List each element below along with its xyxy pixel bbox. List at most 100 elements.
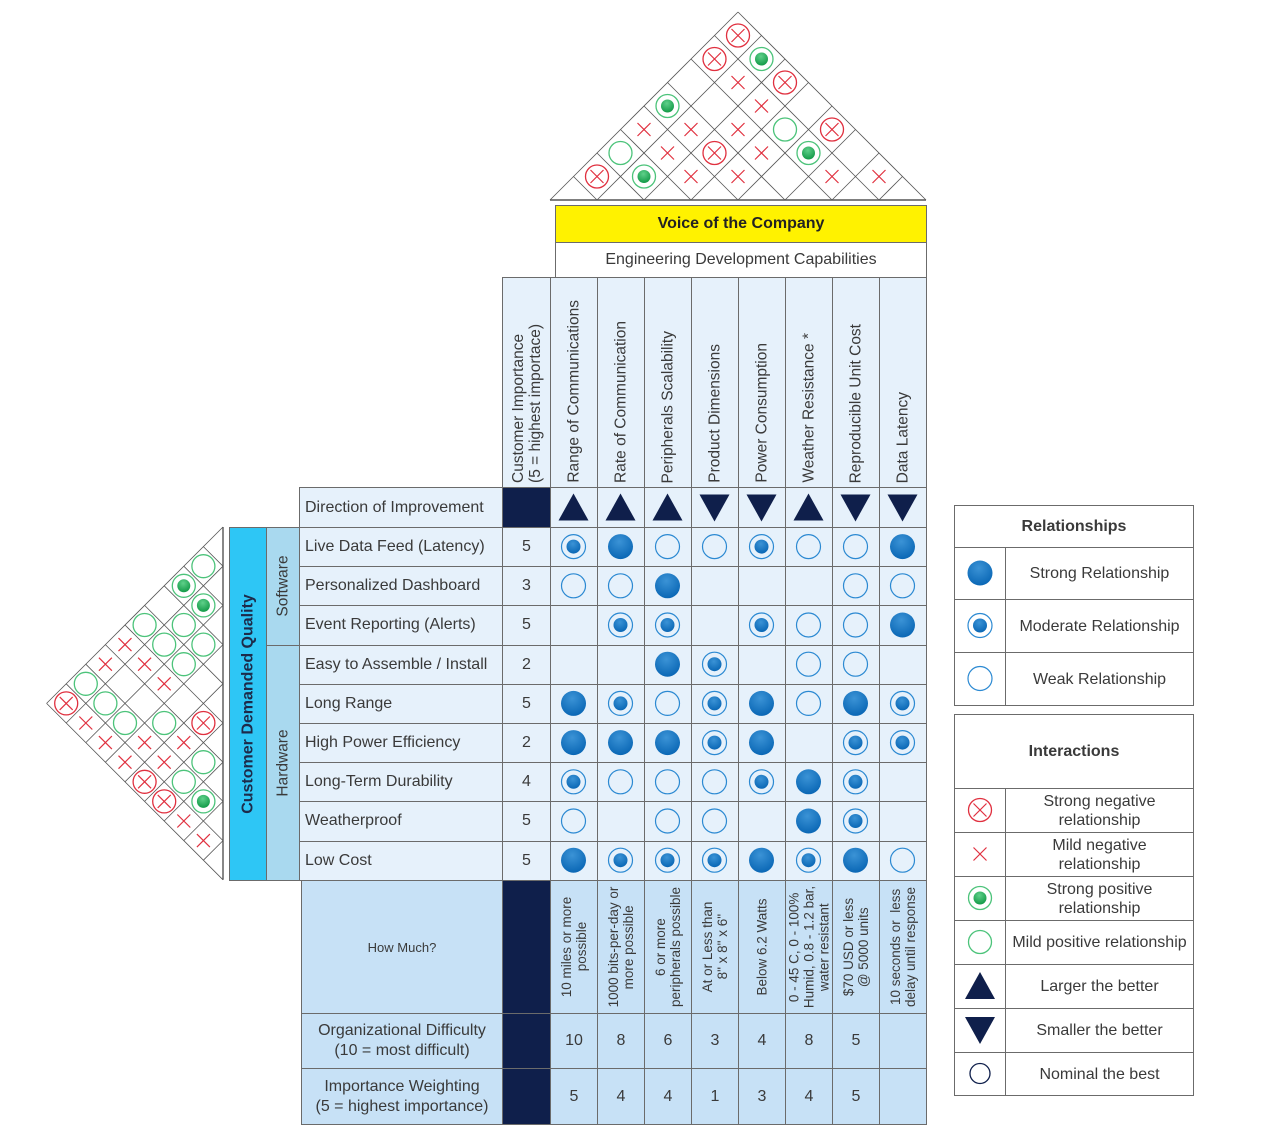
row-label: Long Range bbox=[299, 683, 503, 724]
relationship-cell bbox=[832, 840, 880, 881]
row-importance: 2 bbox=[502, 723, 551, 764]
side-interaction-strong-negative-icon bbox=[191, 710, 216, 736]
legend-interaction-label: Larger the better bbox=[1005, 964, 1194, 1009]
relationship-cell bbox=[644, 566, 692, 607]
side-interaction-mild-negative-icon bbox=[157, 676, 172, 691]
roof-interaction-mild-positive-icon bbox=[772, 117, 798, 142]
side-interaction-mild-positive-icon bbox=[93, 691, 118, 716]
importance-weighting-value: 5 bbox=[550, 1068, 598, 1125]
roof-interaction-mild-negative-icon bbox=[754, 99, 769, 113]
org-difficulty-value: 5 bbox=[832, 1013, 880, 1069]
relationship-cell bbox=[785, 683, 833, 724]
relationship-cell bbox=[597, 840, 645, 881]
relationship-cell bbox=[785, 840, 833, 881]
relationship-cell bbox=[879, 840, 927, 881]
side-interaction-mild-positive-icon bbox=[171, 652, 196, 677]
importance-weighting-label: Importance Weighting (5 = highest import… bbox=[301, 1068, 503, 1125]
column-header-3: Product Dimensions bbox=[691, 277, 739, 488]
row-importance: 5 bbox=[502, 683, 551, 724]
side-interaction-strong-positive-icon bbox=[191, 789, 216, 814]
legend-relationship-icon-cell bbox=[954, 599, 1006, 653]
relationship-cell bbox=[832, 723, 880, 764]
relationship-cell bbox=[738, 683, 786, 724]
legend-relationship-label: Moderate Relationship bbox=[1005, 599, 1194, 653]
side-interaction-strong-positive-icon bbox=[191, 593, 216, 618]
side-interaction-mild-positive-icon bbox=[152, 710, 177, 736]
column-header-6: Reproducible Unit Cost bbox=[832, 277, 880, 488]
relationship-cell bbox=[597, 762, 645, 803]
side-interaction-mild-negative-icon bbox=[78, 716, 93, 730]
relationship-cell bbox=[597, 605, 645, 646]
relationship-cell bbox=[550, 683, 598, 724]
roof-interaction-mild-negative-icon bbox=[684, 169, 698, 184]
legend-relationship-icon-cell bbox=[954, 652, 1006, 706]
legend-relationship-label: Weak Relationship bbox=[1005, 652, 1194, 706]
how-much-value: At or Less than 8" x 8" x 6" bbox=[700, 901, 730, 993]
relationship-cell bbox=[597, 723, 645, 764]
relationship-cell bbox=[879, 566, 927, 607]
side-interaction-mild-negative-icon bbox=[157, 755, 172, 770]
column-header-5: Weather Resistance * bbox=[785, 277, 833, 488]
direction-cell bbox=[738, 487, 786, 528]
how-much-value: 10 seconds or less delay until response bbox=[888, 886, 918, 1008]
column-header-7: Data Latency bbox=[879, 277, 927, 488]
legend-interaction-label: Mild positive relationship bbox=[1005, 920, 1194, 965]
direction-cell bbox=[691, 487, 739, 528]
side-roof-grid bbox=[46, 526, 224, 881]
how-much-value: $70 USD or less @ 5000 units bbox=[841, 897, 871, 997]
relationship-cell bbox=[550, 762, 598, 803]
relationship-cell bbox=[785, 527, 833, 568]
side-interaction-mild-negative-icon bbox=[137, 657, 152, 672]
category-label: Software bbox=[274, 555, 292, 617]
side-interaction-strong-negative-icon bbox=[152, 789, 177, 814]
roof-interaction-strong-negative-icon bbox=[772, 70, 798, 95]
relationship-cell bbox=[644, 723, 692, 764]
row-label: Long-Term Durability bbox=[299, 762, 503, 803]
direction-label: Direction of Improvement bbox=[299, 487, 503, 528]
org-difficulty-value: 8 bbox=[597, 1013, 645, 1069]
side-interaction-strong-negative-icon bbox=[54, 691, 79, 716]
side-interaction-mild-negative-icon bbox=[118, 637, 132, 652]
column-header-label: Power Consumption bbox=[753, 343, 771, 483]
roof-interaction-mild-negative-icon bbox=[731, 122, 745, 137]
roof-interaction-strong-negative-icon bbox=[702, 46, 727, 72]
side-interaction-mild-positive-icon bbox=[112, 710, 138, 736]
roof-interaction-mild-negative-icon bbox=[660, 146, 675, 160]
how-much-cell: 6 or more peripherals possible bbox=[644, 880, 692, 1014]
direction-cell bbox=[832, 487, 880, 528]
column-header-label: Reproducible Unit Cost bbox=[847, 323, 865, 483]
relationship-cell bbox=[879, 801, 927, 842]
row-label: Personalized Dashboard bbox=[299, 566, 503, 607]
customer-demanded-quality: Customer Demanded Quality bbox=[229, 527, 267, 881]
org-difficulty-value: 3 bbox=[691, 1013, 739, 1069]
row-importance: 5 bbox=[502, 527, 551, 568]
direction-cell bbox=[785, 487, 833, 528]
relationship-cell bbox=[550, 644, 598, 685]
roof-interaction-strong-positive-icon bbox=[631, 164, 657, 189]
importance-weighting-value bbox=[879, 1068, 927, 1125]
relationship-cell bbox=[550, 723, 598, 764]
how-much-label: How Much? bbox=[301, 880, 503, 1014]
side-interaction-mild-negative-icon bbox=[176, 735, 191, 750]
legend-interaction-icon-cell bbox=[954, 964, 1006, 1009]
relationship-cell bbox=[738, 527, 786, 568]
customer-importance-label: Customer Importance (5 = highest importa… bbox=[509, 324, 544, 483]
column-header-2: Peripherals Scalability bbox=[644, 277, 692, 488]
roof-interaction-strong-negative-icon bbox=[819, 117, 845, 142]
relationship-cell bbox=[550, 527, 598, 568]
how-much-cell: $70 USD or less @ 5000 units bbox=[832, 880, 880, 1014]
category-software: Software bbox=[266, 527, 300, 646]
relationship-cell bbox=[597, 683, 645, 724]
side-interaction-mild-negative-icon bbox=[176, 814, 191, 828]
roof-interaction-mild-positive-icon bbox=[608, 140, 633, 166]
legend-relationship-icon-cell bbox=[954, 547, 1006, 600]
relationship-cell bbox=[785, 801, 833, 842]
relationship-cell bbox=[879, 527, 927, 568]
relationship-cell bbox=[691, 801, 739, 842]
relationship-cell bbox=[691, 723, 739, 764]
relationship-cell bbox=[832, 683, 880, 724]
relationship-cell bbox=[832, 527, 880, 568]
roof-interaction-strong-negative-icon bbox=[702, 140, 727, 166]
relationship-cell bbox=[550, 605, 598, 646]
